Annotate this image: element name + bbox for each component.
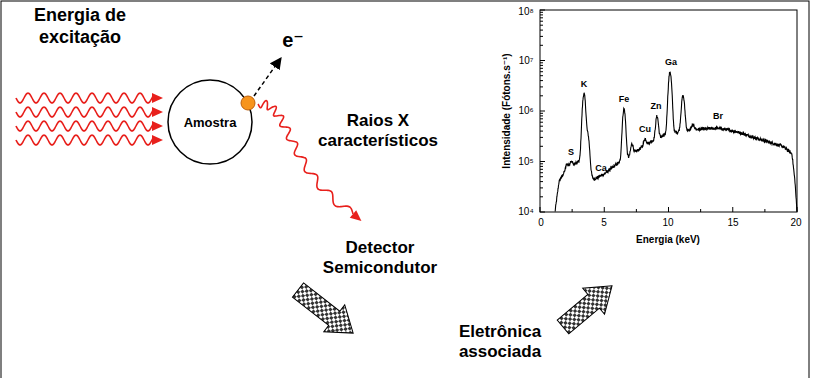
peak-label: Ga — [665, 57, 677, 68]
tick — [540, 115, 543, 116]
node-text: Amostra — [184, 115, 237, 130]
tick — [540, 196, 543, 197]
electron-arrow — [254, 58, 281, 96]
tick — [540, 25, 543, 26]
axis-tick-label: 10⁴ — [518, 206, 533, 218]
excitation-waves — [16, 93, 163, 145]
axis-tick-label: 0 — [538, 217, 544, 229]
circle-shape — [168, 80, 252, 164]
tick — [540, 95, 543, 96]
xray-head — [350, 210, 365, 225]
peak-label: Fe — [619, 94, 630, 105]
tick — [540, 169, 543, 170]
tick — [540, 207, 541, 212]
electronics-label: Eletrônica associada — [440, 322, 560, 363]
axis-tick-label: 10 — [662, 217, 673, 229]
tick — [540, 80, 543, 81]
tick — [540, 86, 543, 87]
spectrum-chart — [540, 10, 797, 212]
tick — [540, 65, 543, 66]
xray-line — [258, 101, 353, 214]
tick — [540, 212, 545, 213]
tick — [540, 176, 543, 177]
hatched-arrow — [288, 277, 364, 347]
xray-label: Raios X característicos — [303, 111, 453, 152]
tick — [540, 14, 543, 15]
tick — [540, 122, 543, 123]
tick — [540, 166, 543, 167]
axis-tick-label: 10⁶ — [518, 105, 533, 117]
peak-label: K — [581, 79, 588, 90]
wave-head — [152, 93, 163, 103]
tick — [540, 172, 543, 173]
wave-head — [152, 135, 163, 145]
peak-label: Ca — [595, 163, 607, 174]
tick — [540, 45, 543, 46]
wave-line — [16, 135, 153, 145]
tick — [636, 209, 637, 212]
tick — [540, 60, 545, 61]
axis-tick-label: 5 — [601, 217, 607, 229]
tick — [764, 209, 765, 212]
peak-label: Cu — [639, 124, 651, 135]
tick — [700, 209, 701, 212]
wave-line — [16, 121, 153, 131]
tick — [732, 207, 733, 212]
axis-tick-label: 20 — [790, 217, 801, 229]
tick — [540, 131, 543, 132]
axis-tick-label: 10⁵ — [518, 156, 533, 168]
peak-label: Zn — [651, 101, 662, 112]
tick — [540, 111, 545, 112]
wave-line — [16, 93, 153, 103]
tick — [540, 161, 545, 162]
tick — [540, 113, 543, 114]
axis-title: Intensidade (Fótons.s⁻¹) — [501, 53, 513, 168]
tick — [540, 187, 543, 188]
tick — [572, 209, 573, 212]
electron-label: e⁻ — [282, 28, 304, 52]
peak-label: S — [568, 147, 574, 158]
tick — [540, 21, 543, 22]
axis-tick-label: 15 — [727, 217, 738, 229]
tick — [540, 126, 543, 127]
tick — [540, 163, 543, 164]
detector-label: Detector Semicondutor — [308, 238, 453, 279]
tick — [540, 68, 543, 69]
tick — [540, 17, 543, 18]
plot-frame — [540, 10, 797, 212]
tick — [540, 75, 543, 76]
tick — [540, 12, 543, 13]
tick — [604, 207, 605, 212]
peak-label: Br — [713, 111, 723, 122]
tick — [540, 30, 543, 31]
axis-title: Energia (keV) — [636, 234, 700, 246]
heading-label: Energia de excitação — [5, 5, 155, 48]
hatched-arrow — [552, 273, 623, 340]
tick — [540, 36, 543, 37]
wave-head — [152, 121, 163, 131]
tick — [540, 137, 543, 138]
wave-line — [16, 107, 153, 117]
axis-tick-label: 10⁷ — [519, 55, 534, 67]
tick — [540, 62, 543, 63]
axis-tick-label: 10⁸ — [518, 6, 533, 18]
tick — [540, 146, 543, 147]
tick — [540, 71, 543, 72]
wave-head — [152, 107, 163, 117]
sample-circle: Amostra — [167, 79, 253, 165]
tick — [540, 10, 545, 11]
tick — [540, 181, 543, 182]
spectrum-line — [555, 72, 797, 211]
tick — [668, 207, 669, 212]
tick — [540, 118, 543, 119]
